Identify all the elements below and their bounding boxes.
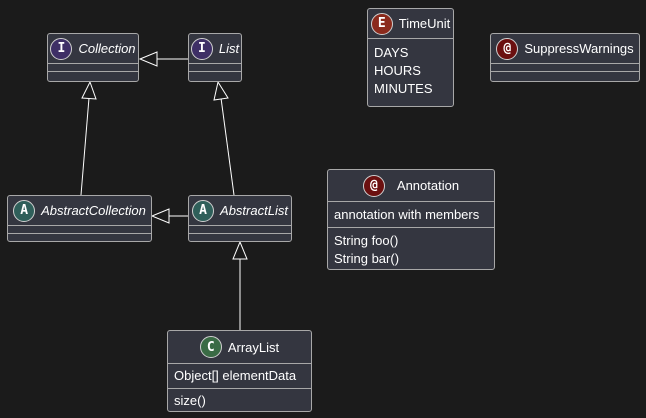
edge-abstractcollection-collection (80, 97, 90, 196)
abstract-icon: A (13, 199, 36, 222)
enum-value: MINUTES (374, 81, 433, 96)
class-list[interactable]: I List (188, 33, 242, 82)
method: size() (174, 393, 206, 408)
class-collection[interactable]: I Collection (47, 33, 139, 82)
class-name: SuppressWarnings (524, 41, 634, 56)
enum-icon: E (370, 12, 393, 35)
fields-section (491, 64, 639, 72)
arrowhead-abstractcollection-collection (81, 80, 97, 100)
methods-section (491, 72, 639, 80)
class-name: Collection (78, 41, 136, 56)
class-abstract-collection[interactable]: A AbstractCollection (7, 195, 152, 242)
arrowhead-list-collection (138, 51, 158, 67)
class-array-list[interactable]: C ArrayList Object[] elementData size() (167, 330, 312, 412)
class-name: List (218, 41, 240, 56)
enum-time-unit[interactable]: E TimeUnit DAYS HOURS MINUTES (367, 8, 454, 107)
enum-value: HOURS (374, 63, 421, 78)
class-icon: C (199, 336, 222, 358)
class-name: AbstractCollection (41, 203, 146, 218)
method: String foo() (334, 233, 399, 248)
field: annotation with members (328, 202, 494, 228)
annotation-icon: @ (496, 37, 519, 60)
fields-section (8, 226, 151, 234)
methods-section (8, 234, 151, 242)
fields-section (189, 226, 291, 234)
arrowhead-arraylist-abstractlist (232, 240, 248, 260)
enum-value: DAYS (374, 45, 409, 60)
method: String bar() (334, 251, 400, 266)
field: Object[] elementData (168, 364, 311, 389)
arrowhead-abstractlist-abstractcollection (150, 208, 170, 224)
annotation-suppress-warnings[interactable]: @ SuppressWarnings (490, 33, 640, 82)
abstract-icon: A (192, 199, 215, 222)
class-name: ArrayList (227, 339, 280, 355)
arrowhead-abstractlist-list (213, 80, 229, 101)
methods-section (48, 72, 138, 80)
fields-section (189, 64, 241, 72)
interface-icon: I (50, 37, 73, 60)
class-abstract-list[interactable]: A AbstractList (188, 195, 292, 242)
class-name: Annotation (396, 178, 460, 193)
class-name: TimeUnit (398, 16, 451, 31)
class-name: AbstractList (220, 203, 288, 218)
edge-abstractlist-list (220, 97, 235, 196)
methods-section (189, 234, 291, 242)
annotation-icon: @ (362, 174, 385, 197)
methods-section (189, 72, 241, 80)
interface-icon: I (190, 37, 213, 60)
fields-section (48, 64, 138, 72)
annotation-annotation[interactable]: @ Annotation annotation with members Str… (327, 169, 495, 270)
